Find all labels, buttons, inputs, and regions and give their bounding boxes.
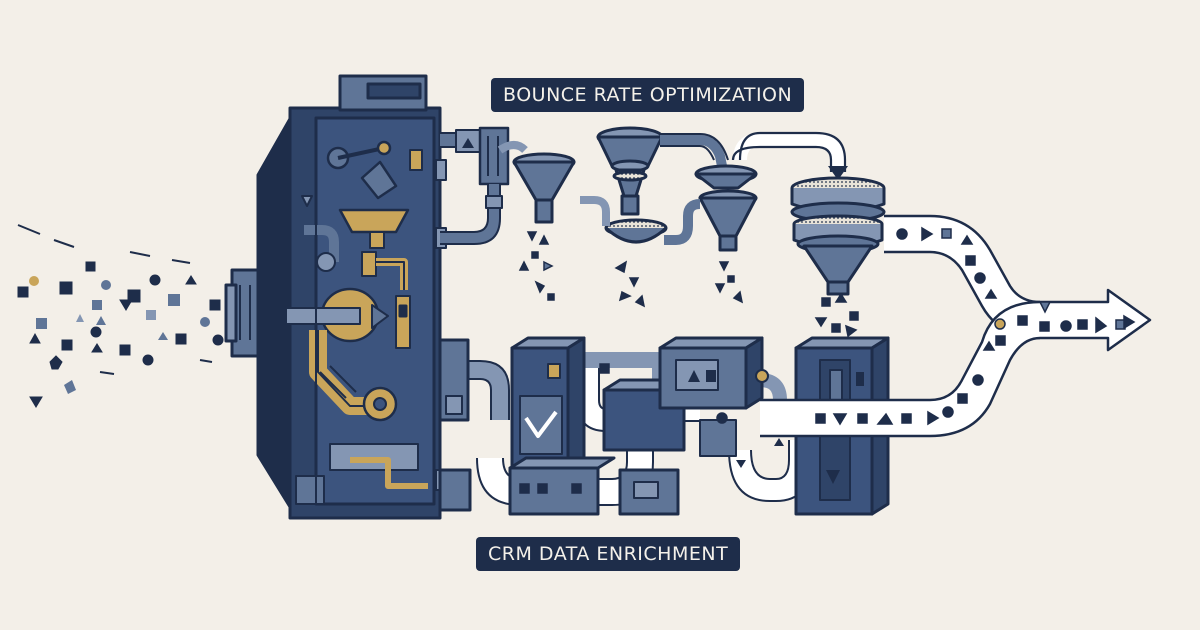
filtered-particles — [518, 231, 859, 338]
conveyor-icon — [438, 336, 890, 516]
main-processing-machine — [224, 74, 447, 520]
sieve-stack-icon — [790, 176, 886, 296]
input-data-particles — [17, 224, 224, 408]
top-right-pipes — [580, 131, 848, 252]
output-data-particles — [519, 226, 1136, 494]
sieve-icon — [596, 126, 668, 244]
arrow-icon — [1040, 288, 1152, 352]
gear-icon — [326, 140, 398, 200]
crm-enrichment-label: CRM DATA ENRICHMENT — [476, 537, 741, 571]
top-pipeline — [440, 126, 528, 245]
funnel-icon — [512, 152, 576, 224]
bounce-rate-label: BOUNCE RATE OPTIMIZATION — [491, 78, 805, 112]
